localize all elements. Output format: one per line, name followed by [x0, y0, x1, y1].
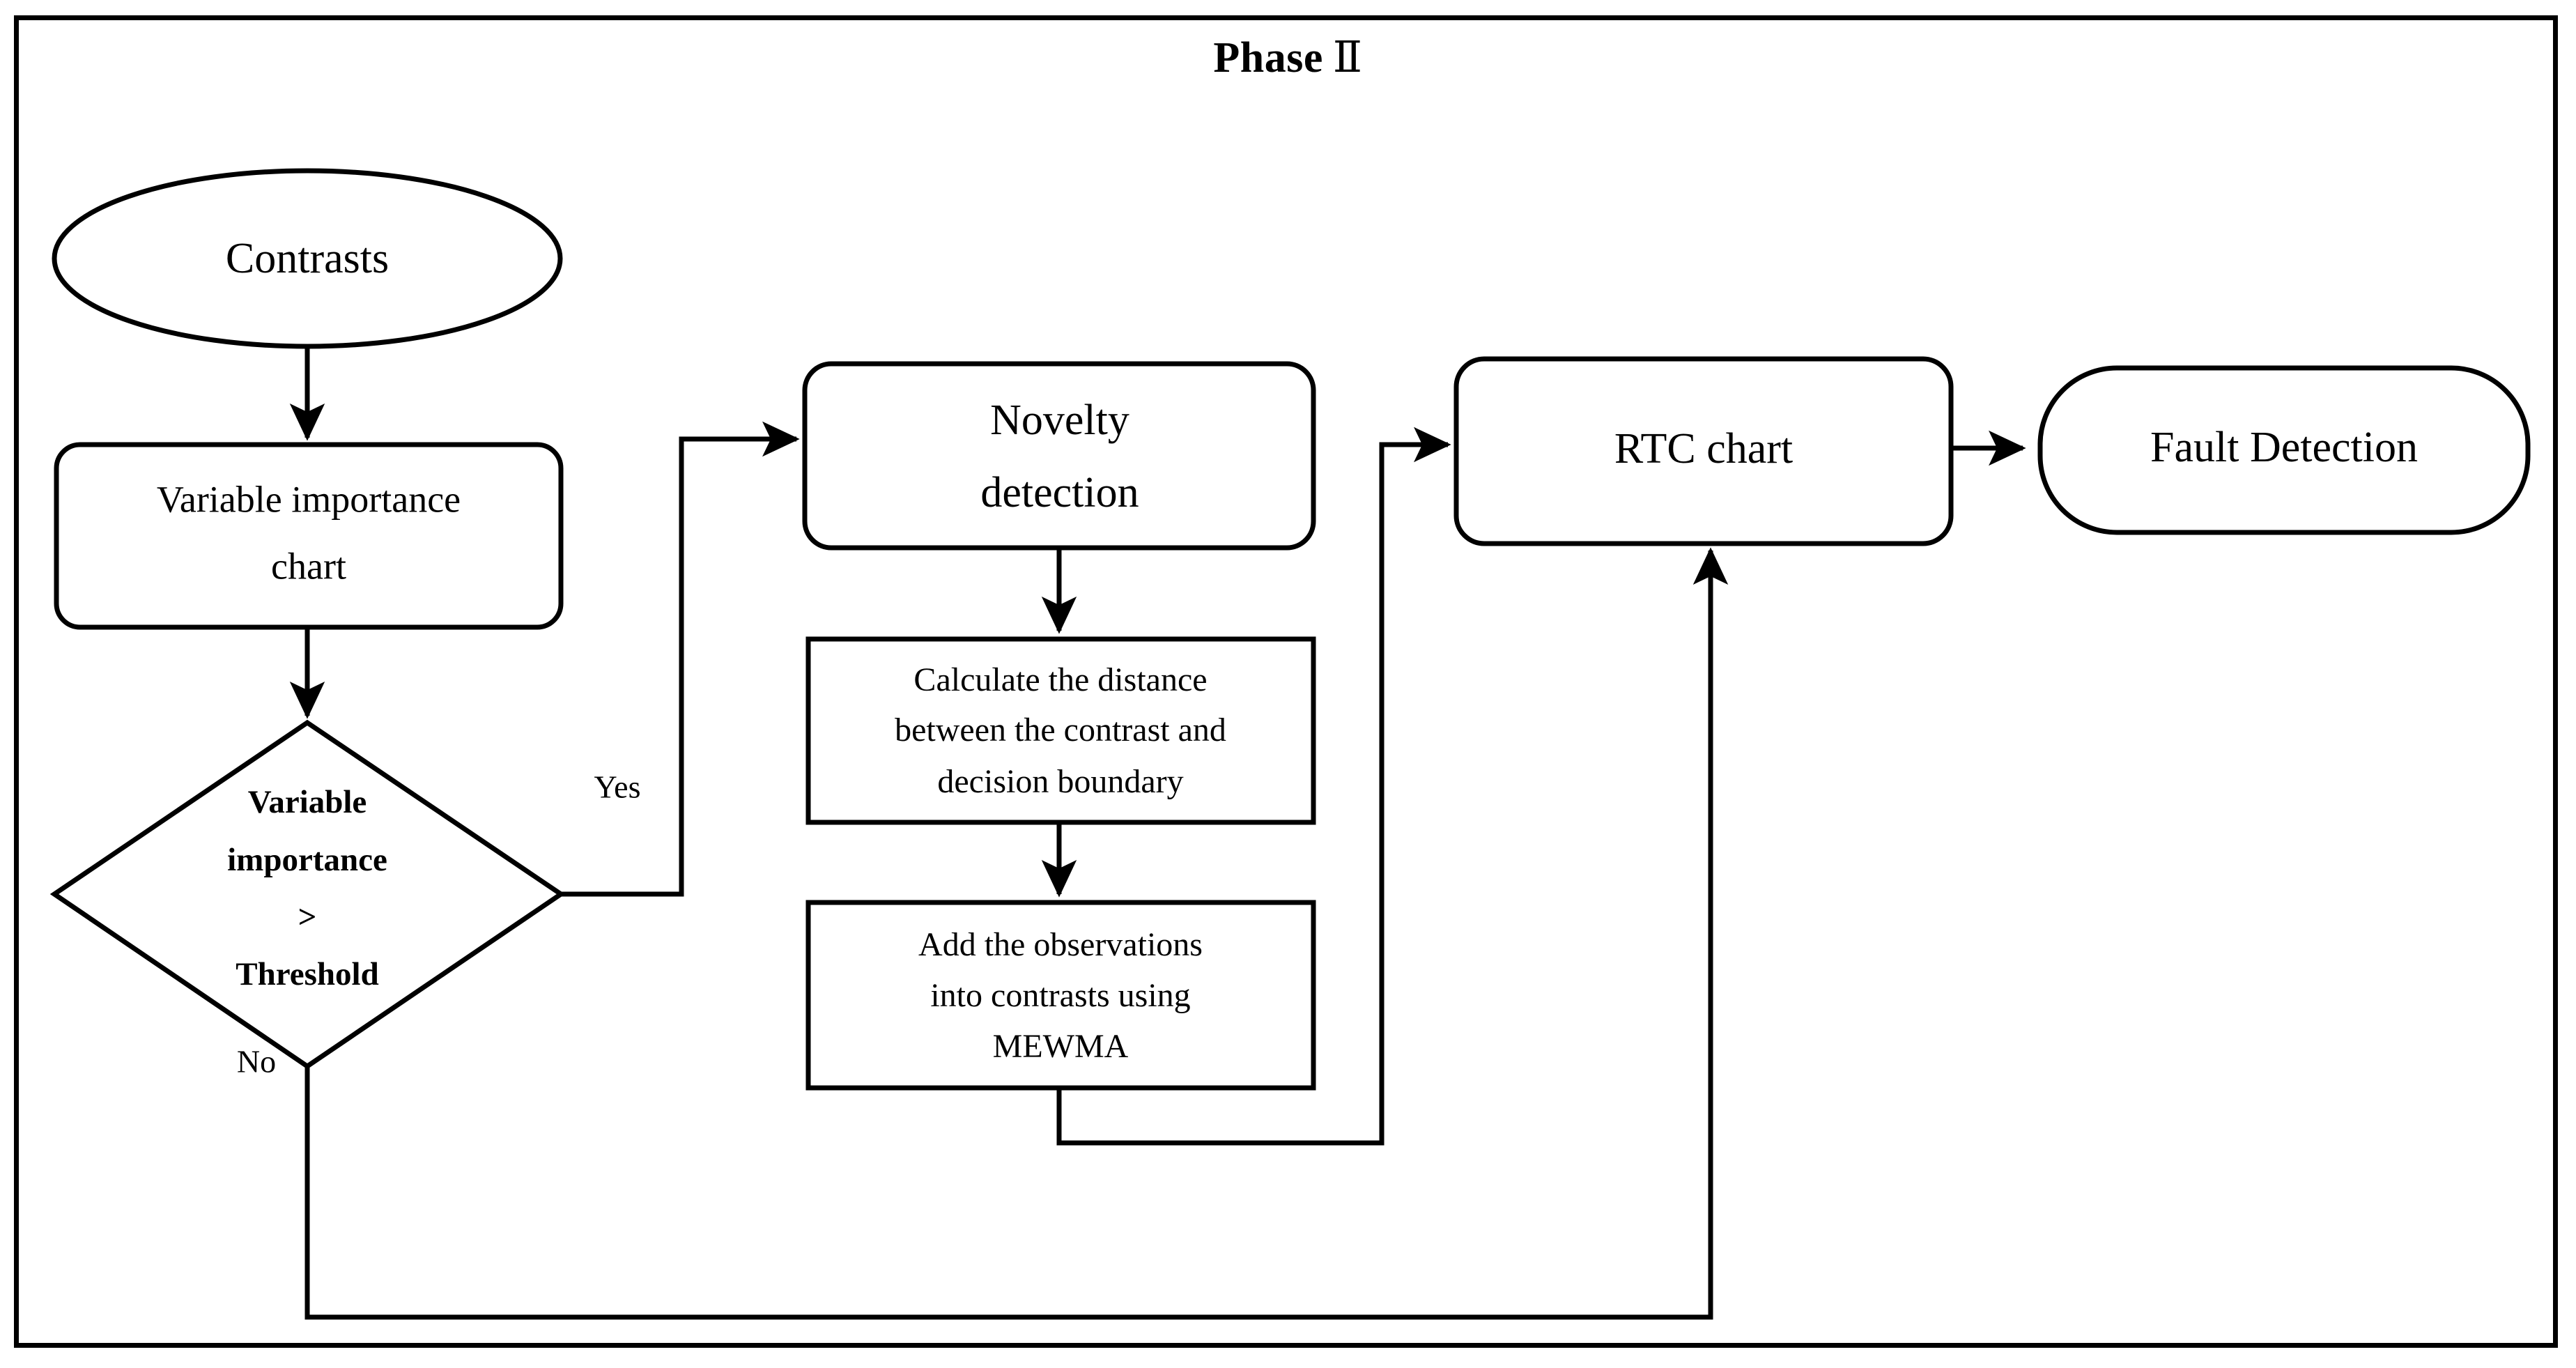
- figure-title-text: Phase: [1213, 34, 1323, 82]
- node-decision-variable-importance[interactable]: [49, 719, 566, 1070]
- node-novelty-detection[interactable]: [802, 361, 1316, 551]
- node-contrasts[interactable]: [52, 168, 563, 349]
- node-rtc-chart[interactable]: [1453, 356, 1954, 546]
- node-decision-line1: Variable: [248, 784, 367, 820]
- figure-title-numeral: Ⅱ: [1332, 34, 1363, 82]
- node-contrasts-label: Contrasts: [226, 235, 389, 282]
- edge-add-observations-to-rtc: [1056, 426, 1451, 1146]
- node-novelty-line2: detection: [980, 469, 1139, 516]
- node-vi-chart-line1: Variable importance: [157, 478, 461, 520]
- node-calculate-line3: decision boundary: [937, 763, 1183, 800]
- node-add-observations-line3: MEWMA: [993, 1028, 1129, 1065]
- node-calculate-distance[interactable]: [805, 636, 1316, 825]
- node-calculate-line2: between the contrast and: [895, 712, 1226, 748]
- node-decision-line3: >: [298, 899, 317, 935]
- edge-decision-no-to-rtc: [304, 547, 1729, 1320]
- node-add-observations-line2: into contrasts using: [930, 977, 1190, 1014]
- node-fault-detection-label: Fault Detection: [2150, 424, 2418, 471]
- node-variable-importance-chart[interactable]: [54, 442, 564, 630]
- node-calculate-line1: Calculate the distance: [913, 661, 1207, 698]
- edge-decision-yes-to-novelty: [561, 421, 800, 897]
- node-decision-line4: Threshold: [236, 956, 379, 992]
- edge-label-yes: Yes: [594, 769, 641, 805]
- node-fault-detection[interactable]: [2037, 365, 2531, 535]
- node-novelty-line1: Novelty: [990, 397, 1129, 444]
- node-add-observations[interactable]: [805, 900, 1316, 1091]
- node-decision-line2: importance: [227, 842, 387, 878]
- edge-label-no: No: [237, 1044, 276, 1079]
- node-vi-chart-line2: chart: [271, 545, 346, 587]
- node-rtc-chart-label: RTC chart: [1614, 425, 1793, 472]
- node-add-observations-line1: Add the observations: [918, 926, 1203, 963]
